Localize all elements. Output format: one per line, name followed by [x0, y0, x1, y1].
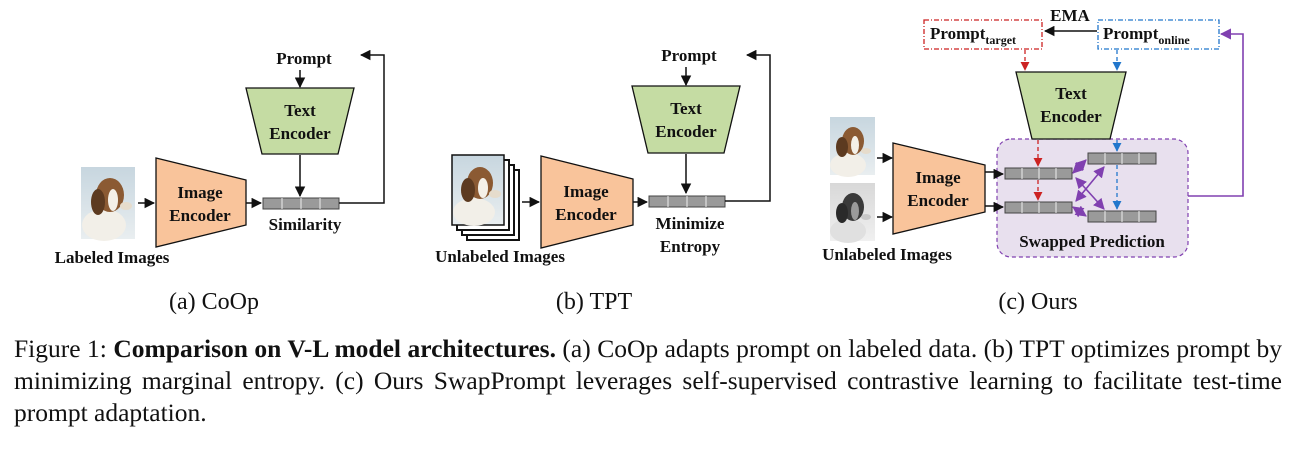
- feature-vector-right-top: [1087, 152, 1157, 165]
- coop-text-encoder: [245, 87, 355, 155]
- ours-image-encoder: [892, 142, 986, 235]
- caption-body: (a) CoOp adapts prompt on labeled data. …: [14, 334, 1282, 427]
- prompt-online-label: Promptonline: [1103, 24, 1190, 47]
- coop-image-encoder: [155, 157, 247, 248]
- coop-prompt-label: Prompt: [276, 49, 332, 68]
- ours-text-encoder-line2: Encoder: [1040, 107, 1102, 126]
- caption-figure-label: Figure 1:: [14, 334, 107, 363]
- feature-vector-left-bottom: [1004, 201, 1073, 214]
- figure-caption: Figure 1: Comparison on V-L model archit…: [14, 333, 1282, 429]
- feature-vector-right-bottom: [1087, 210, 1157, 223]
- ours-grayscale-image: [830, 183, 875, 243]
- ours-text-encoder-line1: Text: [1055, 84, 1087, 103]
- coop-text-encoder-line1: Text: [284, 101, 316, 120]
- tpt-text-encoder-line2: Encoder: [655, 122, 717, 141]
- tpt-objective-line2: Entropy: [660, 237, 721, 256]
- tpt-objective-line1: Minimize: [656, 214, 725, 233]
- tpt-image-stack: [451, 154, 520, 241]
- tpt-prompt-label: Prompt: [661, 46, 717, 65]
- ema-label: EMA: [1050, 6, 1090, 25]
- feature-vector-left-top: [1004, 167, 1073, 180]
- panel-coop: Prompt Text Encoder Image Encoder Simila…: [55, 49, 385, 315]
- coop-images-label: Labeled Images: [55, 248, 170, 267]
- ours-image-encoder-line1: Image: [915, 168, 961, 187]
- coop-image-encoder-line2: Encoder: [169, 206, 231, 225]
- coop-similarity-vector: [262, 197, 340, 210]
- ours-color-image: [830, 117, 875, 177]
- tpt-image-encoder-line2: Encoder: [555, 205, 617, 224]
- tpt-image-encoder: [540, 155, 634, 249]
- tpt-image-encoder-line1: Image: [563, 182, 609, 201]
- panel-tpt: Prompt Text Encoder Image Encoder: [435, 46, 771, 315]
- swapped-prediction-label: Swapped Prediction: [1019, 232, 1165, 251]
- prompt-target-label: Prompttarget: [930, 24, 1016, 47]
- ours-caption: (c) Ours: [998, 289, 1077, 315]
- prompt-online-box: [1097, 19, 1220, 50]
- coop-image-thumbnail: [81, 167, 135, 241]
- architecture-figure: Prompt Text Encoder Image Encoder Simila…: [55, 6, 1244, 315]
- tpt-text-encoder: [631, 85, 741, 154]
- coop-text-encoder-line2: Encoder: [269, 124, 331, 143]
- panel-ours: Prompttarget Promptonline EMA Text Encod…: [822, 6, 1244, 315]
- coop-similarity-label: Similarity: [269, 215, 342, 234]
- caption-title: Comparison on V-L model architectures.: [113, 334, 556, 363]
- coop-caption: (a) CoOp: [169, 289, 259, 315]
- prompt-target-box: [923, 19, 1043, 50]
- tpt-caption: (b) TPT: [556, 289, 633, 315]
- ours-image-encoder-line2: Encoder: [907, 191, 969, 210]
- tpt-images-label: Unlabeled Images: [435, 247, 565, 266]
- ours-images-label: Unlabeled Images: [822, 245, 952, 264]
- tpt-text-encoder-line1: Text: [670, 99, 702, 118]
- tpt-entropy-vector: [648, 195, 726, 208]
- coop-image-encoder-line1: Image: [177, 183, 223, 202]
- ours-text-encoder: [1015, 71, 1127, 140]
